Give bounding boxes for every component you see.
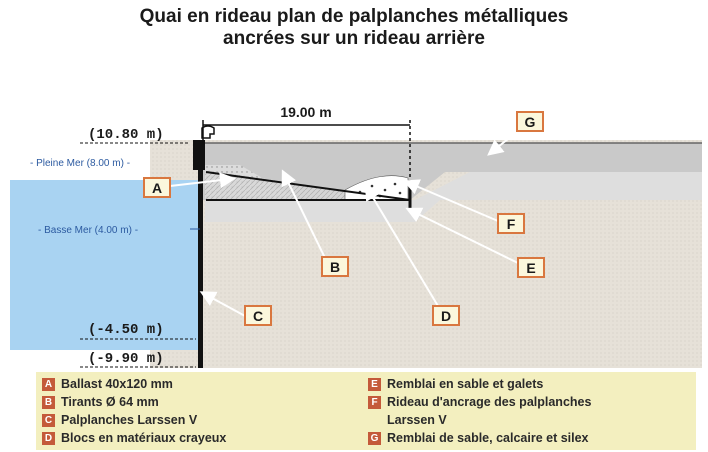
leader-e xyxy=(405,207,519,264)
leader-g xyxy=(487,129,520,156)
legend-text-g: Remblai de sable, calcaire et silex xyxy=(387,431,589,445)
callout-c-box xyxy=(244,305,272,326)
dimension-label: 19.00 m xyxy=(280,104,331,120)
legend-item-b: B Tirants Ø 64 mm xyxy=(42,394,159,410)
callout-c: C xyxy=(253,308,263,324)
level-basse-mer: - Basse Mer (4.00 m) - xyxy=(38,225,138,236)
callout-d: D xyxy=(441,308,451,324)
leader-f xyxy=(403,179,499,222)
bollard xyxy=(201,125,215,139)
water-basin xyxy=(10,180,200,350)
upper-fill-layer xyxy=(200,143,702,200)
leader-b xyxy=(281,169,326,259)
leader-arrows xyxy=(169,129,520,317)
level-toe: (-9.90 m) xyxy=(88,351,164,367)
legend-text-a: Ballast 40x120 mm xyxy=(61,377,173,391)
legend-key-c: C xyxy=(42,414,55,427)
legend-item-g: G Remblai de sable, calcaire et silex xyxy=(368,430,589,446)
legend-text-b: Tirants Ø 64 mm xyxy=(61,395,159,409)
level-dredge: (-4.50 m) xyxy=(88,322,164,338)
callout-a-box xyxy=(143,177,171,198)
legend-text-d: Blocs en matériaux crayeux xyxy=(61,431,227,445)
level-top: (10.80 m) xyxy=(88,127,164,143)
legend-key-b: B xyxy=(42,396,55,409)
leader-a xyxy=(169,172,236,189)
legend-item-d: D Blocs en matériaux crayeux xyxy=(42,430,226,446)
legend-panel: A Ballast 40x120 mm B Tirants Ø 64 mm C Pal… xyxy=(36,372,696,450)
sheet-pile-wall xyxy=(198,140,203,368)
callout-a: A xyxy=(152,180,162,196)
legend-item-c: C Palplanches Larssen V xyxy=(42,412,197,428)
diagram-title: Quai en rideau plan de palplanches métal… xyxy=(0,6,708,50)
title-line-2: ancrées sur un rideau arrière xyxy=(223,28,485,49)
legend-key-g: G xyxy=(368,432,381,445)
legend-key-a: A xyxy=(42,378,55,391)
legend-text-c: Palplanches Larssen V xyxy=(61,413,198,427)
callout-d-box xyxy=(432,305,460,326)
title-line-1: Quai en rideau plan de palplanches métal… xyxy=(139,6,569,27)
backfill-wedge xyxy=(205,172,702,222)
callout-g: G xyxy=(525,114,536,130)
legend-text-f-continued: Larssen V xyxy=(387,413,447,427)
callout-e-box xyxy=(517,257,545,278)
callout-f: F xyxy=(507,216,516,232)
wall-cap xyxy=(193,140,205,170)
legend-text-e: Remblai en sable et galets xyxy=(387,377,544,391)
legend-item-e: E Remblai en sable et galets xyxy=(368,376,543,392)
legend-key-e: E xyxy=(368,378,381,391)
callout-b: B xyxy=(330,259,340,275)
leader-d xyxy=(364,183,439,307)
legend-item-a: A Ballast 40x120 mm xyxy=(42,376,173,392)
callout-f-box xyxy=(497,213,525,234)
legend-text-f: Rideau d'ancrage des palplanches xyxy=(387,395,592,409)
callout-b-box xyxy=(321,256,349,277)
legend-key-f: F xyxy=(368,396,381,409)
callout-e: E xyxy=(526,260,535,276)
callout-g-box xyxy=(516,111,544,132)
level-pleine-mer: - Pleine Mer (8.00 m) - xyxy=(30,158,130,169)
legend-key-d: D xyxy=(42,432,55,445)
legend-item-f: F Rideau d'ancrage des palplanches xyxy=(368,394,591,410)
quay-cross-section: 19.00 m (10.80 m) - Pleine Mer (8.00 m) … xyxy=(10,104,702,368)
leader-c xyxy=(199,291,246,317)
